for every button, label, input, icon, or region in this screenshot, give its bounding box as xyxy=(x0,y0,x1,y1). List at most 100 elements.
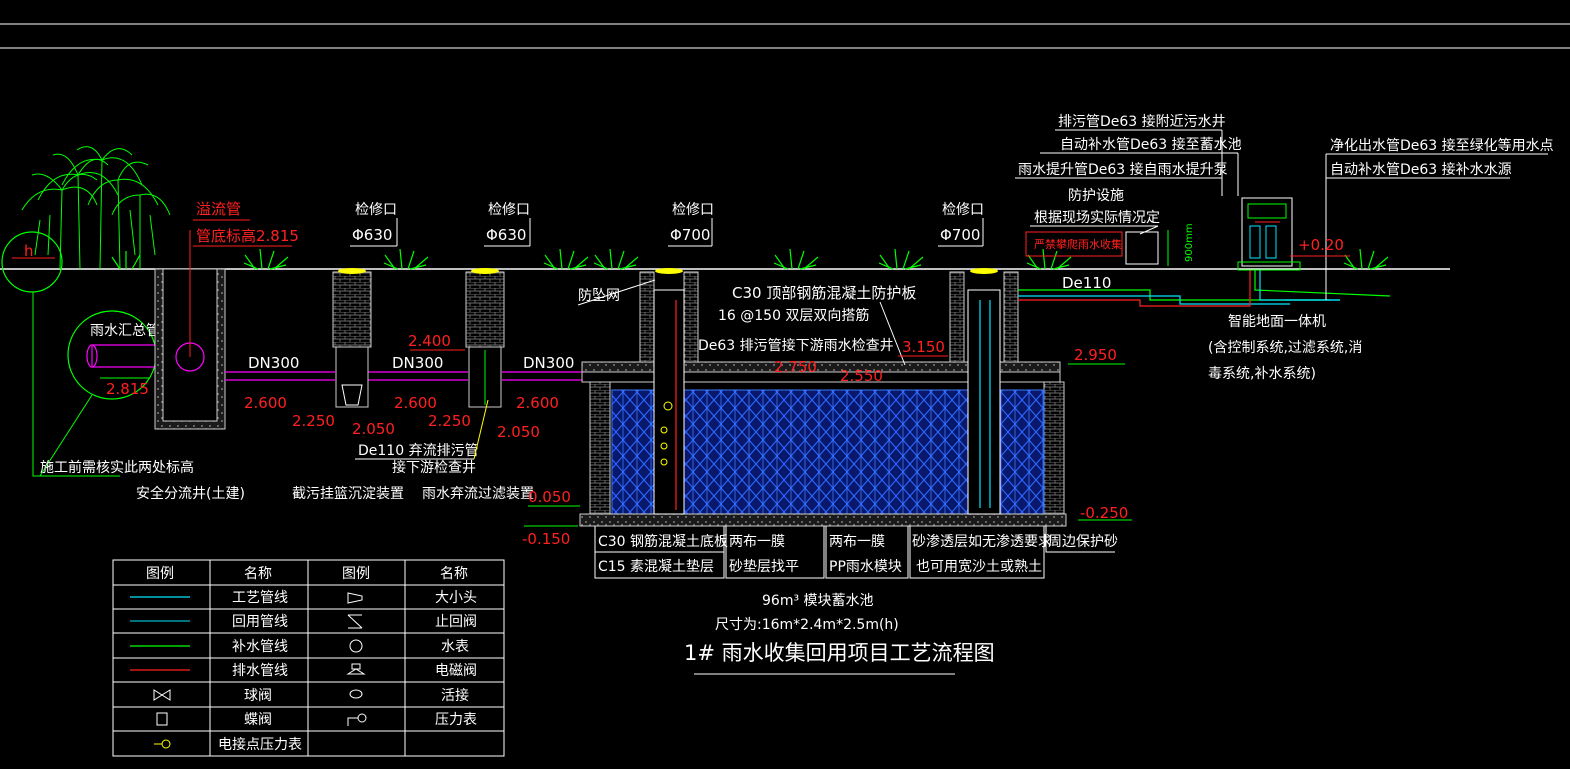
legend-header-name-1: 名称 xyxy=(244,566,272,582)
shrub-icons xyxy=(111,248,1389,270)
dn300-1: DN300 xyxy=(248,354,299,372)
slab-label-boxes xyxy=(594,526,1115,579)
legend-name-drain-line: 排水管线 xyxy=(232,663,288,679)
bottom-slab-label: C30 钢筋混凝土底板 xyxy=(598,533,728,550)
legend-header-name-2: 名称 xyxy=(440,566,468,582)
legend-check-valve-icon xyxy=(347,614,363,629)
basket-well-corrugated xyxy=(332,271,372,348)
rain-main-pipe-shape xyxy=(91,344,165,368)
elev-p020: +0.20 xyxy=(1298,236,1344,254)
tank-right-wall xyxy=(1043,381,1065,515)
safety-well-label: 安全分流井(土建) xyxy=(136,485,245,502)
tank-well-left-wall-r xyxy=(683,271,699,363)
rain-main-pipe-end xyxy=(86,344,98,368)
supply-piping xyxy=(1018,270,1391,307)
legend-pressure-gauge-dial xyxy=(357,713,367,723)
dn300-3: DN300 xyxy=(523,354,574,372)
elev-2600-b: 2.600 xyxy=(394,394,437,412)
elev-2950: 2.950 xyxy=(1074,346,1117,364)
service-dia-4: Φ700 xyxy=(940,226,980,244)
legend-butterfly-valve-icon xyxy=(156,712,168,726)
elev-0050: 0.050 xyxy=(528,488,571,506)
basket-well-cover xyxy=(338,268,366,274)
legend-name-water-meter: 水表 xyxy=(441,639,469,655)
anti-fall-net-label: 防坠网 xyxy=(578,288,620,304)
rain-main-pipe-label: 雨水汇总管 xyxy=(90,323,160,339)
legend-name-ball-valve: 球阀 xyxy=(244,688,272,704)
service-dia-1: Φ630 xyxy=(352,226,392,244)
geo-cloth-1-label: 两布一膜 xyxy=(729,534,785,550)
tank-volume: 96m³ 模块蓄水池 xyxy=(762,593,874,609)
rebar-note-label: 16 @150 双层双向搭筋 xyxy=(718,307,869,324)
elev-2400: 2.400 xyxy=(408,332,451,350)
legend-solenoid-valve-icon xyxy=(346,663,366,675)
basket-well-lower xyxy=(335,346,369,408)
elev-2250-a: 2.250 xyxy=(292,412,335,430)
legend-name-solenoid-valve: 电磁阀 xyxy=(435,663,477,679)
ground-unit-label-2: (含控制系统,过滤系统,消 xyxy=(1208,340,1362,356)
basket-icon xyxy=(341,384,363,406)
sewage-pipe-note: 排污管De63 接附近污水井 xyxy=(1058,113,1226,130)
clean-out-note: 净化出水管De63 接至绿化等用水点 xyxy=(1330,137,1554,154)
legend-name-process-line: 工艺管线 xyxy=(232,590,288,606)
lift-pipe-note: 雨水提升管De63 接自雨水提升泵 xyxy=(1018,161,1228,178)
pressure-gauge-icons xyxy=(660,401,673,466)
legend-name-check-valve: 止回阀 xyxy=(435,614,477,630)
legend-union-icon xyxy=(349,689,363,699)
elev-3150: 3.150 xyxy=(902,338,945,356)
legend-pressure-gauge-icon xyxy=(347,717,358,726)
legend-header-symbol-1: 图例 xyxy=(146,566,174,582)
legend-contact-gauge-icon xyxy=(161,739,171,749)
legend-header-symbol-2: 图例 xyxy=(342,566,370,582)
tank-left-wall xyxy=(589,381,611,515)
filter-well-cover xyxy=(471,268,499,274)
top-slab-leader xyxy=(879,301,906,366)
site-decision-leader xyxy=(1139,225,1159,235)
tank-well-left-cover xyxy=(655,268,683,274)
elev-2600-c: 2.600 xyxy=(516,394,559,412)
tank-size: 尺寸为:16m*2.4m*2.5m(h) xyxy=(715,617,899,633)
service-port-4: 检修口 xyxy=(942,202,984,218)
to-downstream-label: 接下游检查井 xyxy=(392,459,476,476)
service-port-3: 检修口 xyxy=(672,202,714,218)
legend-name-supply-line: 补水管线 xyxy=(232,639,288,655)
ground-unit-label-1: 智能地面一体机 xyxy=(1228,314,1326,330)
legend-reducer-icon xyxy=(347,592,363,604)
diagram-title: 1# 雨水收集回用项目工艺流程图 xyxy=(684,641,995,665)
elev-2250-b: 2.250 xyxy=(428,412,471,430)
dn300-2: DN300 xyxy=(392,354,443,372)
ground-unit-internals xyxy=(1249,221,1280,259)
legend-name-reducer: 大小头 xyxy=(435,590,477,606)
elev-2600-a: 2.600 xyxy=(244,394,287,412)
legend-table xyxy=(112,559,505,757)
tank-well-right-shaft xyxy=(967,289,1001,515)
geo-cloth-2-label: 两布一膜 xyxy=(829,534,885,550)
legend-name-contact-gauge: 电接点压力表 xyxy=(218,736,302,753)
elev-m0250: -0.250 xyxy=(1080,504,1128,522)
elev-2050-b: 2.050 xyxy=(497,423,540,441)
leader-verify-note-2 xyxy=(39,394,93,477)
height-900: 900mm xyxy=(1184,223,1195,262)
leader-verify-note xyxy=(32,292,120,477)
legend-name-reuse-line: 回用管线 xyxy=(232,614,288,630)
tank-top-slab xyxy=(581,371,1061,383)
legend-ball-valve-icon xyxy=(153,689,171,701)
ground-unit-label-3: 毒系统,补水系统) xyxy=(1208,366,1316,382)
dn300-pipes xyxy=(225,371,615,381)
ground-unit-cabinet xyxy=(1241,197,1293,267)
basket-sediment-label: 截污挂篮沉淀装置 xyxy=(292,486,404,502)
elev-2815: 2.815 xyxy=(106,380,149,398)
legend-name-union: 活接 xyxy=(441,687,469,704)
auto-supply-note: 自动补水管De63 接至蓄水池 xyxy=(1060,136,1242,153)
legend-water-meter-icon xyxy=(349,639,363,653)
service-port-2: 检修口 xyxy=(488,202,530,218)
verify-note: 施工前需核实此两处标高 xyxy=(40,459,194,476)
de110-discard-label: De110 弃流排污管 xyxy=(358,443,479,459)
detail-circle-h xyxy=(1,231,63,293)
auto-supply-src: 自动补水管De63 接补水水源 xyxy=(1330,161,1512,178)
anti-fall-net-leader xyxy=(577,279,656,306)
elev-2050-a: 2.050 xyxy=(352,420,395,438)
h-marker-label: h xyxy=(24,242,34,260)
service-port-1: 检修口 xyxy=(355,202,397,218)
de63-sewage-label: De63 排污管接下游雨水检查井 xyxy=(698,337,894,354)
